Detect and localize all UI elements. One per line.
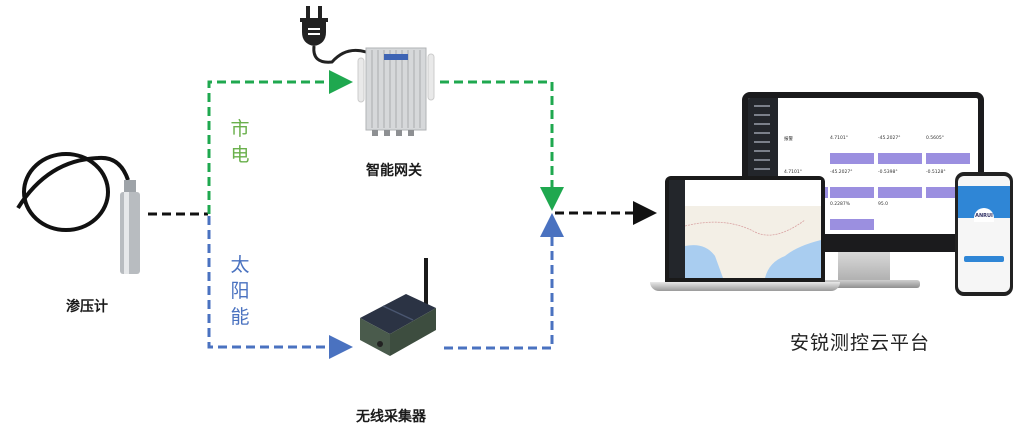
- dashboard-card: 报警: [784, 136, 828, 164]
- mains-path-out: [440, 80, 564, 211]
- card-value: 4.7101°: [830, 136, 848, 141]
- solar-path-out: [444, 213, 564, 350]
- solar-path-in: [207, 216, 353, 359]
- laptop-device: [665, 176, 825, 282]
- mains-char: 市: [230, 118, 250, 140]
- card-value: -45.2027°: [878, 136, 901, 141]
- mains-label: 市 电: [228, 116, 252, 168]
- platform-label: 安锐测控云平台: [790, 332, 931, 354]
- card-value: -45.2027°: [830, 170, 853, 175]
- dashboard-card: 0.5605°: [926, 136, 970, 164]
- solar-char: 能: [230, 306, 250, 328]
- solar-char: 太: [230, 254, 250, 276]
- solar-label: 太 阳 能: [228, 252, 252, 330]
- monitor-stand: [838, 252, 890, 282]
- dashboard-card: -0.5128°: [926, 170, 970, 198]
- piezometer-icon: [16, 152, 140, 274]
- solar-char: 阳: [230, 280, 250, 302]
- phone-device: ANRUI: [955, 172, 1013, 296]
- card-value: 0.5605°: [926, 136, 944, 141]
- card-value: -0.5128°: [926, 170, 946, 175]
- dashboard-card: 4.7101°: [830, 136, 874, 164]
- laptop-base: [650, 282, 840, 291]
- monitor-base: [808, 280, 920, 288]
- card-value: 95.0: [878, 202, 889, 207]
- mains-char: 电: [230, 144, 250, 166]
- dashboard-card: 0.2287%: [830, 202, 874, 230]
- dashboard-card: -45.2027°: [878, 136, 922, 164]
- map: [684, 206, 821, 278]
- laptop-screen: [669, 180, 821, 278]
- collector-label: 无线采集器: [356, 409, 426, 425]
- solar-collector-icon: [360, 258, 436, 356]
- map-shape: [684, 219, 821, 278]
- mains-path-in: [207, 70, 353, 214]
- card-value: 报警: [784, 137, 793, 142]
- sensor-label: 渗压计: [66, 299, 108, 315]
- laptop-charts: [685, 180, 821, 207]
- phone-logo: ANRUI: [974, 208, 994, 222]
- gateway-icon: [357, 47, 435, 136]
- power-plug-icon: [300, 6, 367, 64]
- phone-login-button: [964, 256, 1004, 262]
- card-value: 0.2287%: [830, 202, 851, 207]
- dashboard-card: -0.5398°: [878, 170, 922, 198]
- card-value: -0.5398°: [878, 170, 898, 175]
- card-value: 4.7101°: [784, 170, 802, 175]
- phone-screen: ANRUI: [958, 176, 1010, 292]
- dashboard-card: -45.2027°: [830, 170, 874, 198]
- gateway-label: 智能网关: [366, 163, 422, 179]
- laptop-sidebar: [669, 180, 685, 278]
- dashboard-card: 95.0: [878, 202, 922, 230]
